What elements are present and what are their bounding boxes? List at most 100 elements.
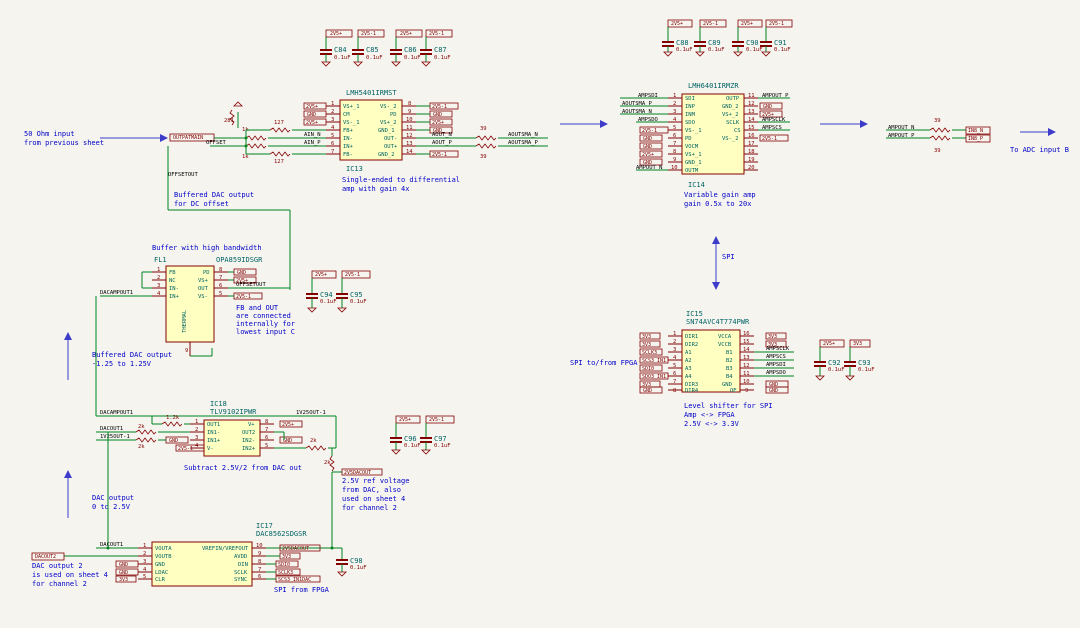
svg-text:10: 10 [743,379,750,385]
svg-text:13: 13 [748,109,755,115]
svg-text:VS-: VS- [198,294,208,300]
svg-text:7: 7 [219,275,222,281]
note-to-adc: To ADC input B [1010,146,1069,154]
svg-text:2V5+: 2V5+ [282,422,294,428]
svg-text:2V5+: 2V5+ [642,152,654,158]
svg-text:DACAMPOUT1: DACAMPOUT1 [100,290,133,296]
svg-text:0.1uF: 0.1uF [350,299,367,305]
svg-text:3: 3 [331,117,334,123]
svg-text:0.1uF: 0.1uF [334,55,351,61]
svg-text:VS-_2: VS-_2 [380,104,397,110]
svg-text:2: 2 [331,109,334,115]
note-ref-1: 2.5V ref voltage [342,477,409,485]
svg-text:4: 4 [157,291,161,297]
note-fb-out-3: internally for [236,320,295,328]
svg-text:GND: GND [237,270,246,276]
svg-text:3: 3 [673,347,676,353]
svg-text:1: 1 [673,331,676,337]
svg-text:OUTPATMAIN: OUTPATMAIN [173,135,203,141]
svg-text:DIR3: DIR3 [685,382,698,388]
svg-text:GND: GND [155,562,165,568]
svg-text:AMPSDI: AMPSDI [766,362,786,368]
svg-text:2V5DACOUT: 2V5DACOUT [282,546,309,552]
note-dac-out-1: DAC output [92,494,134,502]
svg-text:SCLK3: SCLK3 [642,350,657,356]
note-spi: SPI [722,253,735,261]
svg-text:AMPSCLK: AMPSCLK [762,117,786,123]
note-ref-2: from DAC, also [342,486,401,494]
svg-text:SDO3_IN1: SDO3_IN1 [642,374,666,380]
svg-text:2: 2 [195,427,198,433]
svg-text:16: 16 [748,133,755,139]
svg-text:OUT+: OUT+ [384,144,398,150]
svg-text:2V5-1: 2V5-1 [429,31,444,37]
svg-text:2k: 2k [138,424,145,430]
svg-text:2: 2 [157,275,160,281]
svg-text:OUTP: OUTP [726,96,740,102]
svg-text:2: 2 [143,551,146,557]
svg-text:OUT: OUT [198,286,209,292]
svg-text:OPA859IDSGR: OPA859IDSGR [216,256,263,264]
svg-text:1V25OUT-1: 1V25OUT-1 [100,434,130,440]
svg-text:39: 39 [934,118,941,124]
svg-text:A2: A2 [685,358,692,364]
svg-text:PD: PD [390,112,397,118]
svg-text:GND: GND [307,112,316,118]
svg-text:OFFSETOUT: OFFSETOUT [168,172,198,178]
svg-text:LMH5401IRMST: LMH5401IRMST [346,89,397,97]
svg-text:GND: GND [169,438,178,444]
svg-text:2V5+: 2V5+ [306,104,318,110]
svg-text:2V5+: 2V5+ [315,272,327,278]
svg-text:4: 4 [195,443,199,449]
svg-text:AOUTSMA_N: AOUTSMA_N [622,109,652,115]
svg-text:GND: GND [433,128,442,134]
note-ref-3: used on sheet 4 [342,495,405,503]
svg-text:SDI: SDI [685,96,695,102]
svg-text:0.1uF: 0.1uF [434,55,451,61]
svg-text:OFFSETOUT: OFFSETOUT [236,282,266,288]
svg-text:IN2+: IN2+ [242,446,256,452]
svg-text:5: 5 [143,574,146,580]
svg-text:4: 4 [673,355,677,361]
svg-text:DIR1: DIR1 [685,334,698,340]
svg-text:1: 1 [673,93,676,99]
svg-text:8: 8 [673,149,676,155]
svg-text:AMPOUT_P: AMPOUT_P [888,133,915,139]
svg-text:20: 20 [748,165,755,171]
svg-text:3: 3 [157,283,160,289]
svg-text:C84: C84 [334,46,347,54]
svg-text:GND: GND [643,144,652,150]
svg-text:GND: GND [433,112,442,118]
adc-output-network: AMPOUT_N AMPOUT_P 39 39 IN8_N IN8_P [886,118,991,154]
svg-text:3: 3 [143,559,146,565]
note-ls-3: 2.5V <-> 3.3V [684,420,740,428]
svg-text:3V3: 3V3 [642,334,651,340]
svg-text:7: 7 [265,427,268,433]
svg-text:C90: C90 [746,39,759,47]
svg-text:OUT2: OUT2 [242,430,255,436]
svg-text:VS-_1: VS-_1 [343,120,360,126]
svg-text:GND: GND [769,388,778,394]
svg-text:3V3: 3V3 [853,341,862,347]
svg-text:5: 5 [219,291,222,297]
svg-text:DIR2: DIR2 [685,342,698,348]
svg-text:SDI0: SDI0 [642,366,654,372]
svg-text:AVDD: AVDD [234,554,247,560]
svg-text:OUT1: OUT1 [207,422,220,428]
svg-text:AMPSCS: AMPSCS [762,125,782,131]
svg-text:VS-_2: VS-_2 [722,136,739,142]
svg-text:VS-_1: VS-_1 [685,128,702,134]
svg-text:GND: GND [769,382,778,388]
svg-text:2k: 2k [324,460,331,466]
svg-text:2V5-1: 2V5-1 [432,152,447,158]
svg-text:11: 11 [406,125,413,131]
svg-text:5: 5 [265,443,268,449]
